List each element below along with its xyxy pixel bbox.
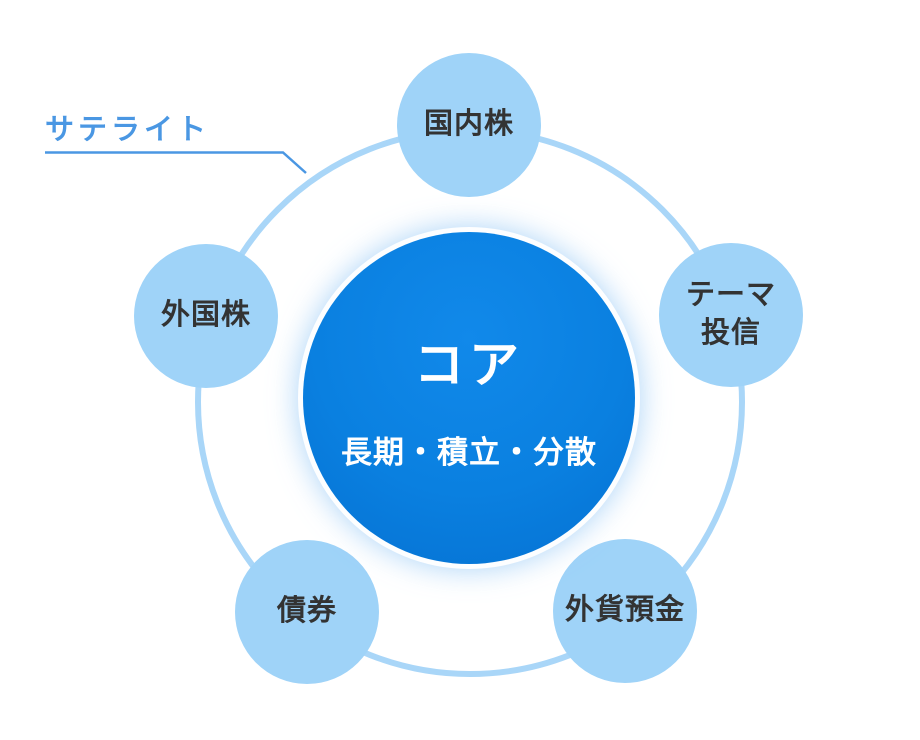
satellite-connector-line xyxy=(45,151,307,174)
satellite-circle-foreign-stocks: 外国株 xyxy=(134,244,278,388)
satellite-circle-foreign-currency-deposit: 外貨預金 xyxy=(553,539,697,683)
satellite-label-bonds: 債券 xyxy=(276,595,337,628)
satellite-circle-theme-funds: テーマ 投信 xyxy=(659,243,803,387)
satellite-label-foreign-currency-deposit: 外貨預金 xyxy=(564,594,685,627)
satellite-circle-domestic-stocks: 国内株 xyxy=(397,53,541,197)
satellite-label-domestic-stocks: 国内株 xyxy=(423,108,514,141)
core-circle: コア 長期・積立・分散 xyxy=(303,232,635,564)
core-subtitle: 長期・積立・分散 xyxy=(341,434,597,470)
satellite-label-foreign-stocks: 外国株 xyxy=(160,299,251,332)
satellite-group-label: サテライト xyxy=(45,114,211,146)
satellite-circle-bonds: 債券 xyxy=(235,540,379,684)
core-title: コア xyxy=(414,336,524,393)
satellite-label-theme-funds: テーマ 投信 xyxy=(685,279,776,349)
